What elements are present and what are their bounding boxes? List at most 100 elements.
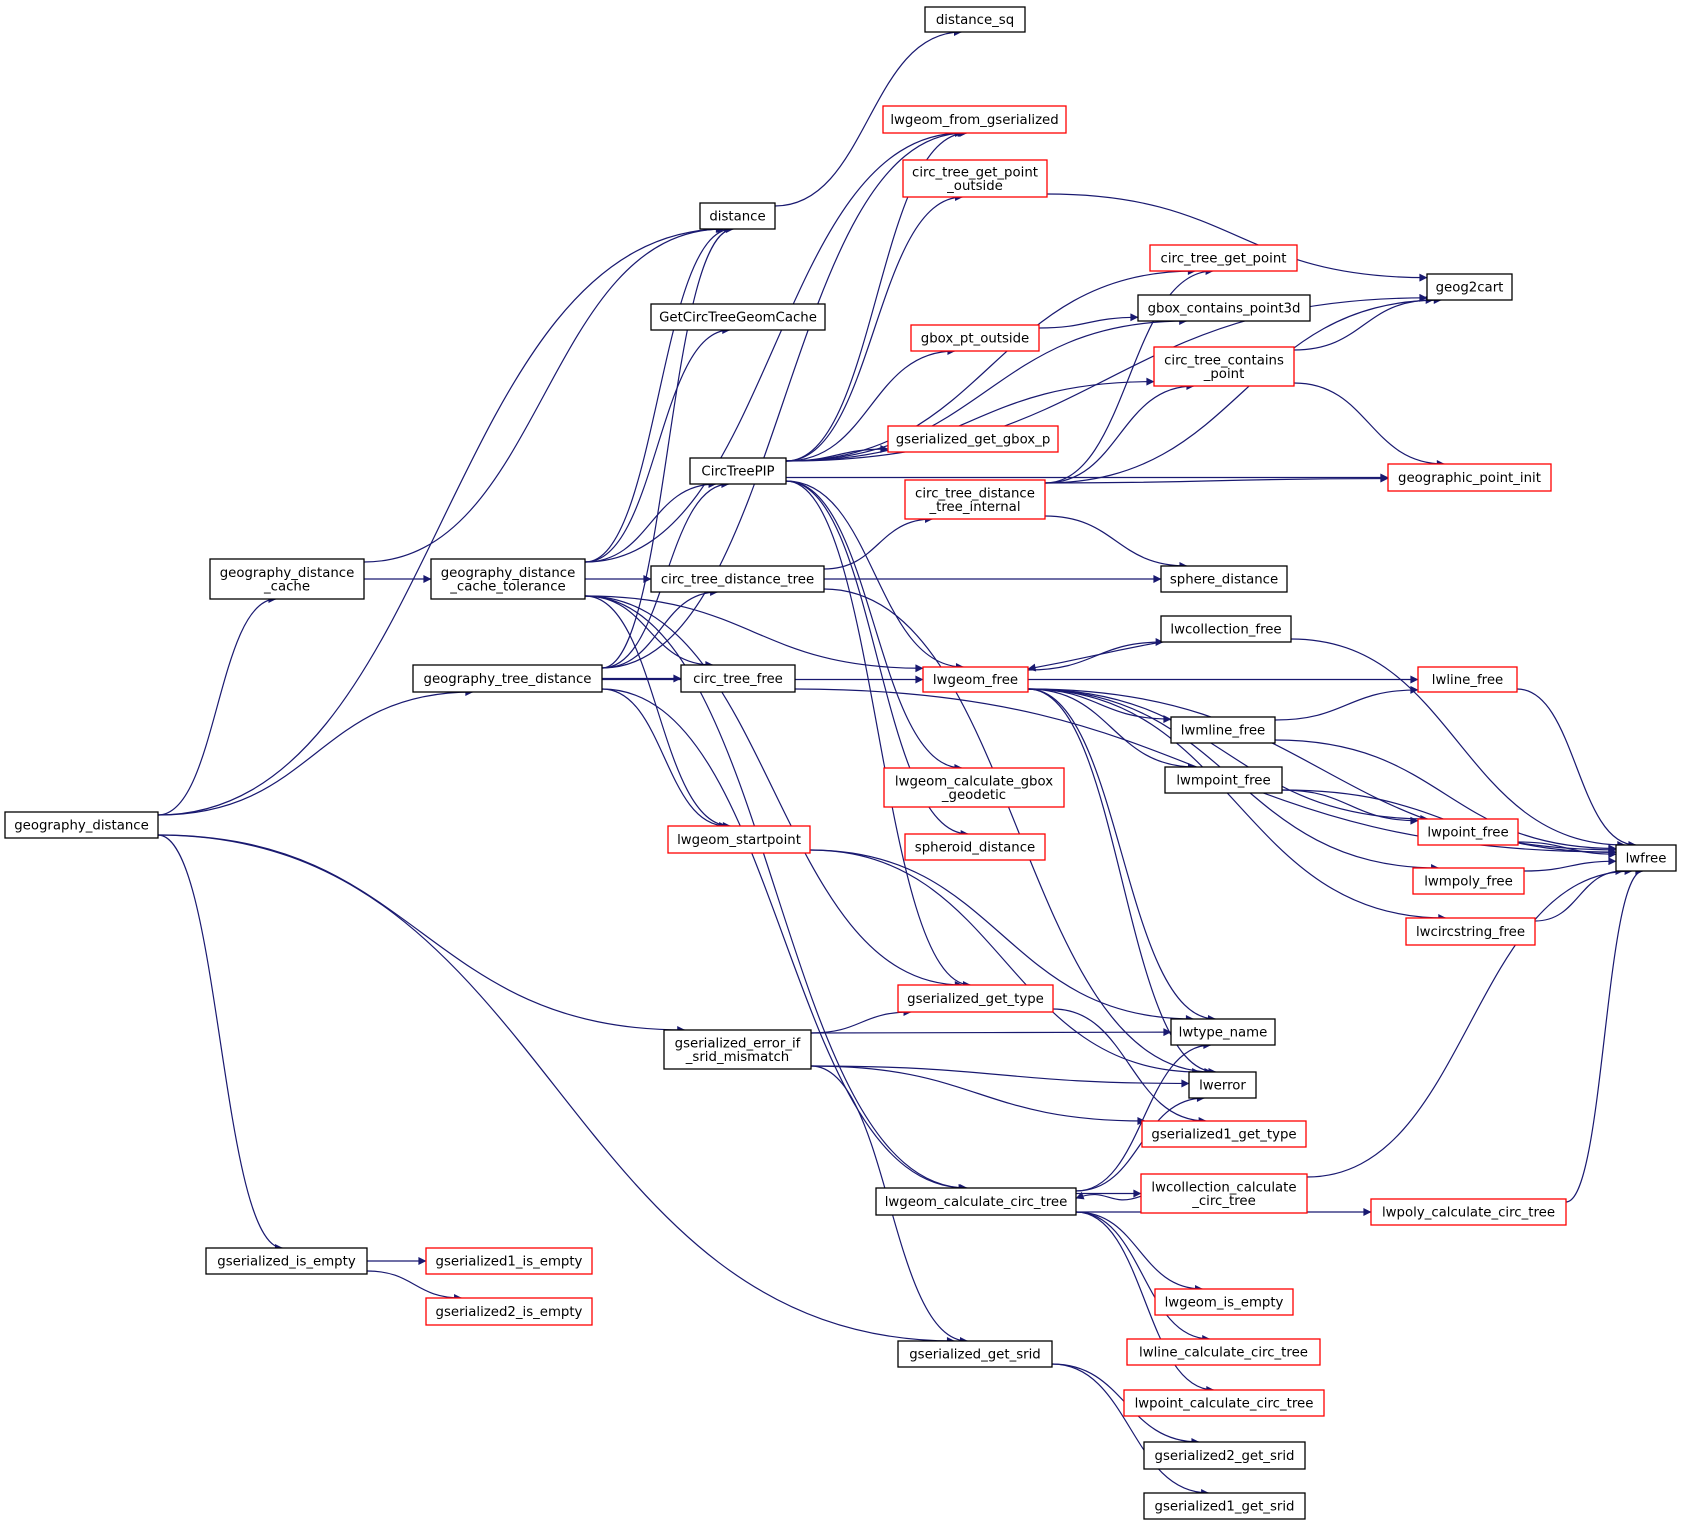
node-geography_distance[interactable]: geography_distance [4, 811, 159, 839]
edge-lwgeom_startpoint-to-lwerror [809, 849, 1201, 1076]
node-label: gserialized_get_gbox_p [896, 433, 1051, 448]
node-GetCircTreeGeomCache[interactable]: GetCircTreeGeomCache [650, 303, 826, 331]
node-distance[interactable]: distance [699, 202, 776, 230]
node-label: _outside [946, 179, 1003, 194]
node-box [412, 664, 603, 693]
node-lwmpoly_free[interactable]: lwmpoly_free [1412, 867, 1525, 895]
node-circ_tree_distance_tree_internal[interactable]: circ_tree_distance_tree_internal [904, 479, 1046, 520]
node-label: lwgeom_startpoint [677, 833, 801, 848]
node-box [205, 1247, 368, 1275]
node-circ_tree_contains_point[interactable]: circ_tree_contains_point [1153, 346, 1295, 387]
edge-circ_tree_contains_point-to-geog2cart [1293, 296, 1434, 351]
node-gserialized1_get_srid[interactable]: gserialized1_get_srid [1143, 1492, 1306, 1520]
edge-geography_distance-to-geography_distance_cache [157, 595, 277, 816]
edge-circ_tree_distance_tree-to-circ_tree_distance_tree_internal [823, 515, 934, 570]
node-geography_distance_cache_tolerance[interactable]: geography_distance_cache_tolerance [430, 558, 586, 600]
node-lwpoint_calculate_circ_tree[interactable]: lwpoint_calculate_circ_tree [1123, 1389, 1325, 1417]
node-gserialized_get_gbox_p[interactable]: gserialized_get_gbox_p [887, 425, 1059, 453]
node-geography_tree_distance[interactable]: geography_tree_distance [412, 664, 603, 693]
node-box [1164, 766, 1283, 794]
node-box [1188, 1071, 1257, 1099]
node-box [1412, 867, 1525, 895]
node-lwgeom_is_empty[interactable]: lwgeom_is_empty [1154, 1288, 1294, 1316]
node-lwline_free[interactable]: lwline_free [1417, 666, 1518, 693]
node-lwfree[interactable]: lwfree [1615, 844, 1677, 872]
node-spheroid_distance[interactable]: spheroid_distance [904, 833, 1046, 861]
node-box [1141, 1120, 1307, 1148]
node-box [875, 1187, 1077, 1216]
node-lwcollection_calculate_circ_tree[interactable]: lwcollection_calculate_circ_tree [1140, 1173, 1308, 1214]
node-box [689, 457, 787, 485]
node-box [882, 105, 1067, 134]
node-label: gserialized2_get_srid [1155, 1449, 1295, 1464]
node-label: lwline_calculate_circ_tree [1139, 1346, 1308, 1361]
node-gserialized1_is_empty[interactable]: gserialized1_is_empty [425, 1247, 593, 1275]
edge-geography_distance_cache_tolerance-to-lwgeom_startpoint [584, 595, 731, 830]
node-lwline_calculate_circ_tree[interactable]: lwline_calculate_circ_tree [1126, 1338, 1321, 1366]
node-label: lwcircstring_free [1416, 925, 1525, 940]
node-gserialized_error_if_srid_mismatch[interactable]: gserialized_error_if_srid_mismatch [663, 1029, 812, 1070]
node-lwpoint_free[interactable]: lwpoint_free [1417, 818, 1519, 846]
node-label: circ_tree_distance [915, 486, 1035, 501]
node-circ_tree_free[interactable]: circ_tree_free [680, 664, 796, 693]
node-label: _cache [263, 579, 310, 594]
node-box [1123, 1389, 1325, 1417]
node-lwmpoint_free[interactable]: lwmpoint_free [1164, 766, 1283, 794]
edge-CircTreePIP-to-lwgeom_from_gserialized [785, 129, 968, 462]
node-label: geography_distance [220, 566, 355, 581]
node-sphere_distance[interactable]: sphere_distance [1160, 565, 1288, 593]
node-label: distance [709, 210, 765, 225]
node-label: lwmpoint_free [1176, 774, 1270, 789]
node-box [1417, 818, 1519, 846]
edge-lwgeom_free-to-lwfree [1027, 688, 1617, 854]
node-gbox_pt_outside[interactable]: gbox_pt_outside [910, 324, 1040, 352]
edge-lwpoint_free-to-lwfree [1517, 841, 1617, 859]
node-label: gserialized1_get_srid [1155, 1500, 1295, 1515]
node-box [897, 984, 1054, 1013]
node-gserialized_get_srid[interactable]: gserialized_get_srid [897, 1340, 1053, 1368]
node-lwerror[interactable]: lwerror [1188, 1071, 1257, 1099]
edge-circ_tree_distance_tree_internal-to-circ_tree_get_point [1044, 267, 1214, 484]
node-label: lwpoint_calculate_circ_tree [1135, 1397, 1314, 1412]
node-lwgeom_calculate_circ_tree[interactable]: lwgeom_calculate_circ_tree [875, 1187, 1077, 1216]
node-gserialized_is_empty[interactable]: gserialized_is_empty [205, 1247, 368, 1275]
node-lwgeom_startpoint[interactable]: lwgeom_startpoint [667, 825, 811, 854]
node-gserialized1_get_type[interactable]: gserialized1_get_type [1141, 1120, 1307, 1148]
node-lwgeom_from_gserialized[interactable]: lwgeom_from_gserialized [882, 105, 1067, 134]
node-label: gserialized1_get_type [1151, 1128, 1296, 1143]
edge-lwgeom_free-to-lwcircstring_free [1027, 688, 1447, 922]
node-geographic_point_init[interactable]: geographic_point_init [1387, 463, 1552, 492]
call-edges [157, 28, 1644, 1497]
node-circ_tree_get_point_outside[interactable]: circ_tree_get_point_outside [902, 159, 1048, 198]
edge-lwcollection_calculate_circ_tree-to-lwfree [1306, 867, 1633, 1178]
node-gserialized2_get_srid[interactable]: gserialized2_get_srid [1143, 1441, 1306, 1470]
node-label: _point [1203, 367, 1245, 382]
node-geography_distance_cache[interactable]: geography_distance_cache [209, 558, 365, 600]
node-lwpoly_calculate_circ_tree[interactable]: lwpoly_calculate_circ_tree [1370, 1198, 1567, 1226]
node-circ_tree_get_point[interactable]: circ_tree_get_point [1149, 244, 1298, 272]
node-box [1143, 1441, 1306, 1470]
node-circ_tree_distance_tree[interactable]: circ_tree_distance_tree [650, 565, 825, 593]
node-box [924, 6, 1026, 33]
node-box [1615, 844, 1677, 872]
node-box [425, 1297, 593, 1326]
edge-gserialized_get_srid-to-gserialized1_get_srid [1051, 1363, 1210, 1497]
node-lwcircstring_free[interactable]: lwcircstring_free [1405, 917, 1536, 946]
edge-CircTreePIP-to-geog2cart [785, 293, 1428, 462]
node-box [1143, 1492, 1306, 1520]
node-CircTreePIP[interactable]: CircTreePIP [689, 457, 787, 485]
node-box [922, 666, 1029, 693]
node-gserialized2_is_empty[interactable]: gserialized2_is_empty [425, 1297, 593, 1326]
node-lwcollection_free[interactable]: lwcollection_free [1160, 615, 1292, 643]
edge-gserialized_get_type-to-gserialized1_get_type [1052, 1008, 1207, 1125]
node-box [425, 1247, 593, 1275]
node-lwgeom_calculate_gbox_geodetic[interactable]: lwgeom_calculate_gbox_geodetic [883, 767, 1065, 808]
node-gbox_contains_point3d[interactable]: gbox_contains_point3d [1137, 294, 1311, 322]
node-distance_sq[interactable]: distance_sq [924, 6, 1026, 33]
node-lwtype_name[interactable]: lwtype_name [1170, 1018, 1276, 1046]
node-label: lwcollection_calculate [1151, 1180, 1296, 1195]
node-geog2cart[interactable]: geog2cart [1426, 273, 1513, 301]
node-lwmline_free[interactable]: lwmline_free [1170, 716, 1276, 744]
node-gserialized_get_type[interactable]: gserialized_get_type [897, 984, 1054, 1013]
node-lwgeom_free[interactable]: lwgeom_free [922, 666, 1029, 693]
